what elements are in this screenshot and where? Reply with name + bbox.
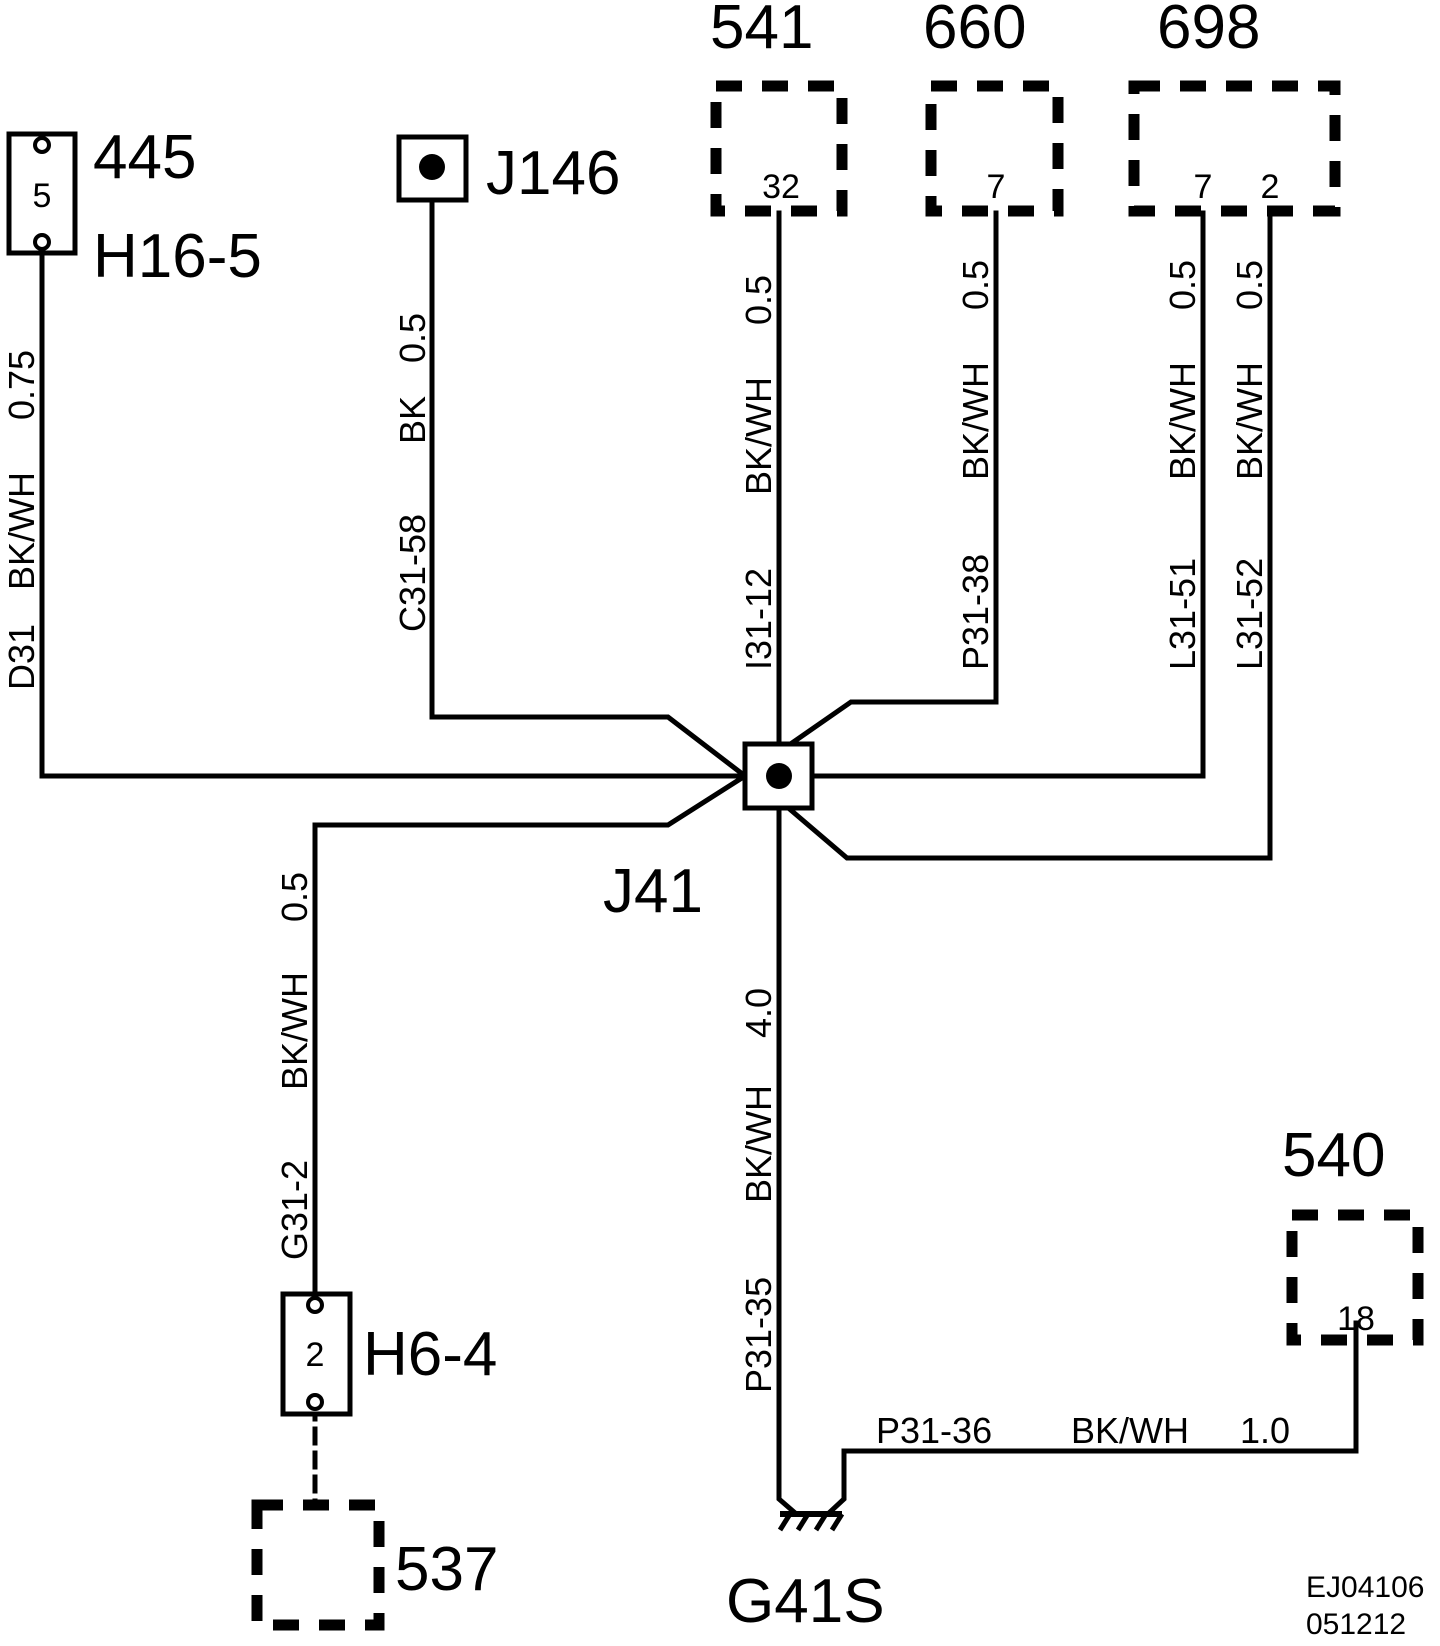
ground-g41s-label: G41S [726,1567,885,1636]
connector-660-label: 660 [923,0,1026,62]
connector-698-pin-b: 2 [1261,168,1280,206]
connector-445-sub-label: H16-5 [93,222,262,291]
wire-p31-36-size: 1.0 [1240,1410,1290,1451]
wire-c31-58-size: 0.5 [392,313,433,363]
wire-p31-36 [826,1320,1359,1516]
wire-p31-38-color: BK/WH [955,362,996,480]
wire-l31-51-color: BK/WH [1162,362,1203,480]
wire-p31-35-size: 4.0 [738,988,779,1038]
wire-l31-52-color: BK/WH [1229,362,1270,480]
connector-445 [6,131,78,256]
wire-c31-58-code: C31-58 [392,514,433,632]
wire-d31-size: 0.75 [1,350,42,420]
wire-p31-38-code: P31-38 [955,554,996,670]
connector-660-pin: 7 [987,168,1006,206]
wire-g31-2 [312,772,749,1308]
wire-c31-58 [429,173,749,780]
wires [39,173,1359,1516]
wire-l31-52 [775,210,1273,861]
connector-j146 [396,134,469,203]
wire-i31-12-code: I31-12 [738,568,779,670]
wire-g31-2-code: G31-2 [274,1160,315,1260]
wire-p31-38 [775,210,999,756]
wire-d31-color: BK/WH [1,472,42,590]
wire-l31-51-code: L31-51 [1162,558,1203,670]
wire-l31-51 [776,210,1206,779]
connector-445-pin: 5 [33,177,52,215]
wire-i31-12-color: BK/WH [738,377,779,495]
connector-540-pin: 18 [1337,1300,1375,1338]
connector-541-label: 541 [710,0,813,62]
connector-540 [1286,1209,1424,1346]
ground-icon [777,1511,845,1532]
wire-p31-35-code: P31-35 [738,1277,779,1393]
connector-540-label: 540 [1282,1121,1385,1190]
connector-541-pin: 32 [762,168,800,206]
connector-698-label: 698 [1157,0,1260,62]
connector-445-label: 445 [93,123,196,192]
wire-l31-51-size: 0.5 [1162,260,1203,310]
reference-code-line1: EJ04106 [1306,1571,1424,1604]
connector-660 [925,80,1064,217]
wire-p31-35-color: BK/WH [738,1085,779,1203]
splice-j41-label: J41 [603,857,703,926]
connector-698 [1128,80,1341,217]
connector-j146-label: J146 [486,139,620,208]
wire-d31-code: D31 [1,624,42,690]
connector-537 [251,1499,385,1631]
connector-537-label: 537 [395,1535,498,1604]
connector-h6-4-pin: 2 [306,1336,325,1374]
connector-h6-4-label: H6-4 [363,1320,497,1389]
connector-698-pin-a: 7 [1194,168,1213,206]
wire-g31-2-size: 0.5 [274,872,315,922]
connector-541 [710,80,848,217]
wire-g31-2-color: BK/WH [274,972,315,1090]
reference-code-line2: 051212 [1306,1608,1406,1641]
connector-h6-4 [280,1291,353,1417]
wire-p31-36-code: P31-36 [876,1410,992,1451]
splice-j41 [742,741,815,811]
wire-p31-35 [776,773,798,1516]
wire-p31-36-color: BK/WH [1071,1410,1189,1451]
wire-l31-52-size: 0.5 [1229,260,1270,310]
wire-p31-38-size: 0.5 [955,260,996,310]
wire-c31-58-color: BK [392,396,433,444]
wire-i31-12-size: 0.5 [738,275,779,325]
wire-l31-52-code: L31-52 [1229,558,1270,670]
wire-d31 [39,245,748,779]
